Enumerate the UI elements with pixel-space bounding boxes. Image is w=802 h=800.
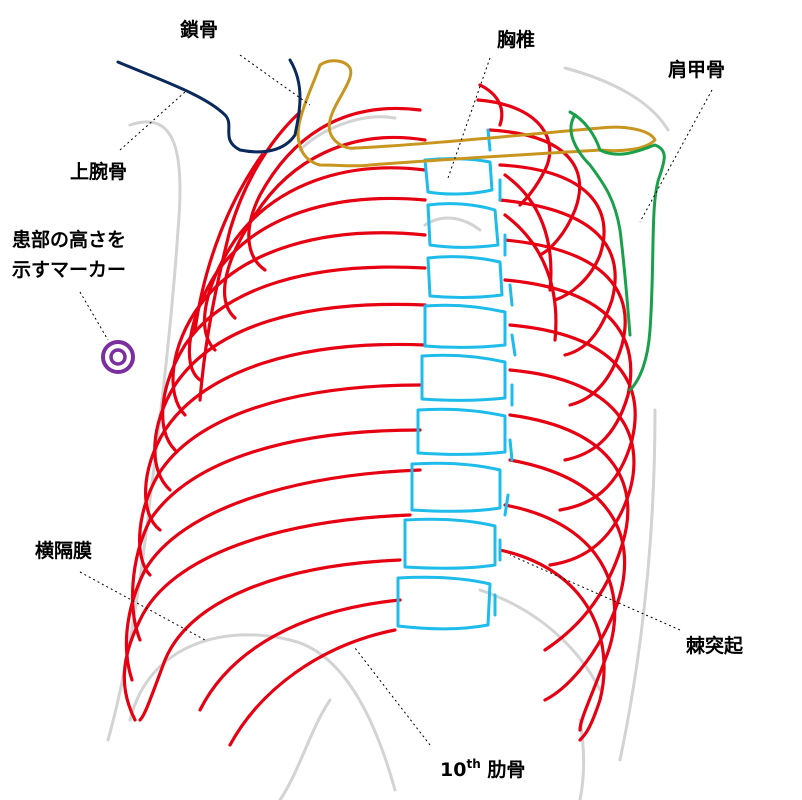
clavicle-label: 鎖骨: [180, 18, 218, 41]
humerus-bone: [116, 58, 302, 154]
diaphragm-label: 横隔膜: [35, 539, 92, 562]
left-ribs: [122, 106, 427, 747]
thoracic-spine-label: 胸椎: [497, 28, 535, 51]
thoracic-spine: [396, 128, 517, 631]
humerus-label: 上腕骨: [70, 160, 127, 183]
clavicle-bone: [296, 59, 657, 168]
leader-lines: [79, 54, 713, 746]
marker-label-line2: 示すマーカー: [12, 259, 126, 281]
marker-label-line1: 患部の高さを: [12, 228, 126, 251]
rib10-superscript: th: [466, 757, 480, 771]
right-ribs: [476, 83, 637, 742]
rib10-number: 10: [440, 759, 466, 781]
rib10-label: 10th 肋骨: [440, 757, 525, 781]
scapula-label: 肩甲骨: [668, 58, 725, 81]
rib10-word: 肋骨: [481, 758, 526, 781]
marker-symbol: [101, 340, 135, 374]
scapula-bone: [568, 110, 666, 392]
body-silhouette: [106, 66, 670, 800]
spinous-process-label: 棘突起: [686, 634, 744, 657]
